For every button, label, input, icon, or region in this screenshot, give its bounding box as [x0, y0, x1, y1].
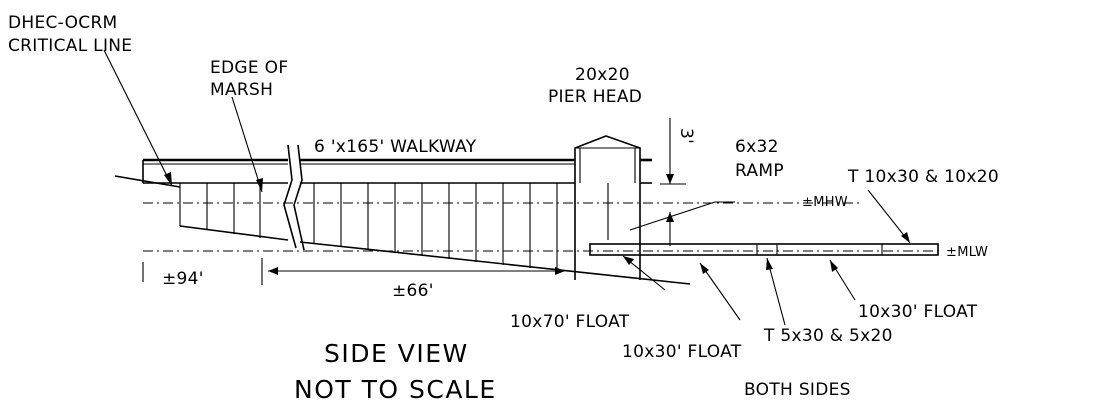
t-float-bottom-label: T 5x30 & 5x20	[763, 326, 893, 346]
dim-94-label: ±94'	[162, 269, 204, 289]
edge-marsh-label-2: MARSH	[210, 80, 273, 100]
walkway-deck	[142, 158, 652, 184]
walkway-label: 6 'x165' WALKWAY	[314, 137, 477, 157]
walkway-piles	[179, 183, 609, 271]
mhw-label: ±MHW	[802, 195, 848, 210]
height-label: 3'	[676, 128, 696, 144]
length-dimensions	[142, 258, 565, 285]
break-symbol	[283, 144, 305, 251]
edge-marsh-label-1: EDGE OF	[210, 58, 288, 78]
dim-66-label: ±66'	[392, 281, 434, 301]
float-10x30-lower-label: 10x30' FLOAT	[622, 342, 742, 362]
height-dimension	[660, 118, 686, 246]
shoreline-stroke	[114, 175, 181, 188]
float-10x70-label: 10x70' FLOAT	[510, 312, 630, 332]
not-to-scale-note: NOT TO SCALE	[294, 375, 497, 404]
ramp-label-1: 6x32	[735, 137, 779, 157]
both-sides-label: BOTH SIDES	[744, 380, 851, 400]
critical-line-label-2: CRITICAL LINE	[8, 36, 132, 56]
t-float-top-label: T 10x30 & 10x20	[847, 167, 999, 187]
critical-line-label-1: DHEC-OCRM	[8, 13, 118, 33]
side-view-title: SIDE VIEW	[324, 339, 469, 368]
ramp-label-2: RAMP	[735, 161, 784, 181]
pier-head	[574, 135, 641, 280]
mud-line	[179, 225, 691, 285]
leader-lines	[103, 49, 911, 326]
pier-head-label-1: 20x20	[575, 65, 630, 85]
floats	[589, 243, 939, 256]
mlw-label: ±MLW	[946, 245, 988, 260]
pier-head-label-2: PIER HEAD	[548, 87, 642, 107]
float-10x30-right-label: 10x30' FLOAT	[858, 302, 978, 322]
